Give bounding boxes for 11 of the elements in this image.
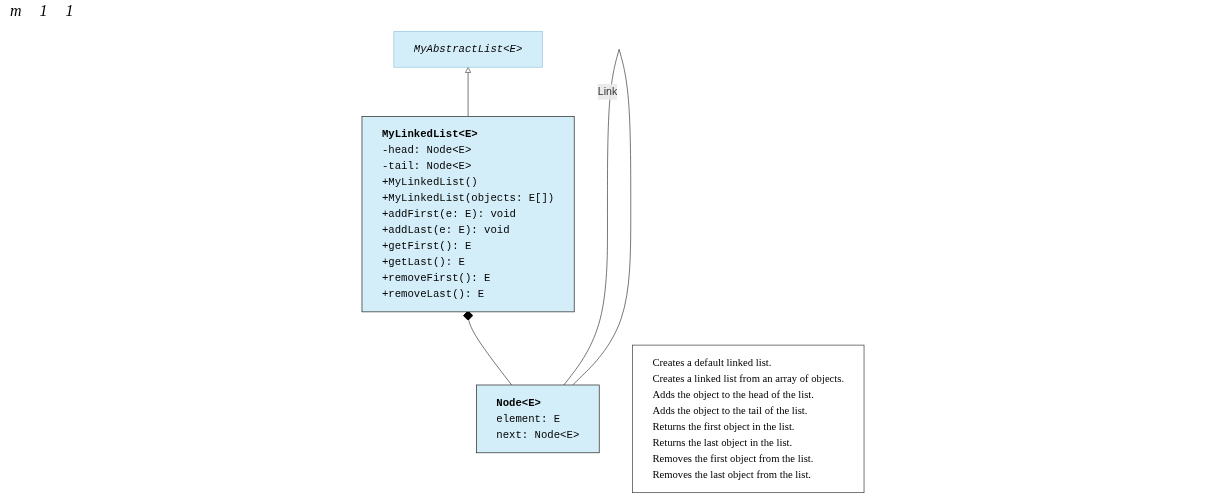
node-box: Node<E> element: E next: Node<E> [476, 384, 600, 454]
node-box: MyLinkedList<E> -head: Node<E> -tail: Node<E> +MyLinkedList() +MyLinkedList(objects: E[]) +addFirst(e: E): void +addLast(e: E): void +getFirst(): E +getLast(): E +removeFirst(): E +removeLast(): E [361, 116, 575, 313]
connector-line [563, 213, 608, 386]
connector-line [607, 48, 620, 215]
multiplicity-label: 1 [65, 2, 74, 21]
node-box: Creates a default linked list. Creates a linked list from an array of objects. Adds the object to the head of the list. Adds the object to the tail of the list. Returns the first object in the list. Returns the last object in the list. Removes the first object from the list. Removes the last object from the list. [632, 344, 865, 493]
edge-label: Link [597, 85, 618, 98]
multiplicity-label: m [10, 2, 22, 21]
multiplicity-label: 1 [39, 2, 48, 21]
node-box: MyAbstractList<E> [393, 31, 543, 68]
connector-line [572, 48, 632, 386]
